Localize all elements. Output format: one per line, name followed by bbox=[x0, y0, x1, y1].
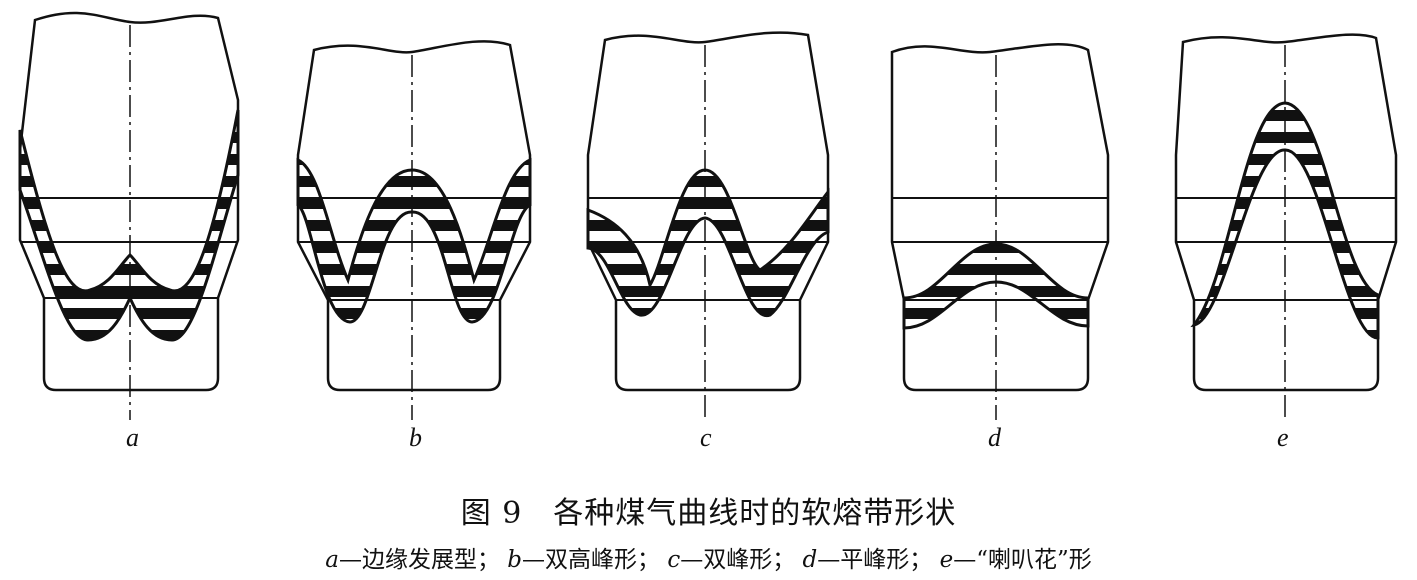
furnace-outline bbox=[1174, 33, 1398, 392]
cohesive-zone bbox=[18, 109, 240, 342]
cohesive-zone bbox=[1190, 101, 1380, 340]
panel-e: e bbox=[1174, 33, 1398, 452]
cohesive-zone bbox=[902, 242, 1090, 330]
panel-label: a bbox=[126, 423, 139, 452]
furnace-outline bbox=[890, 43, 1110, 392]
legend-item-c: c—双峰形； bbox=[667, 547, 796, 573]
furnace-outline bbox=[296, 40, 532, 392]
panel-label: e bbox=[1277, 423, 1289, 452]
panel-label: c bbox=[700, 423, 712, 452]
panel-b: b bbox=[296, 40, 532, 452]
figure-legend: a—边缘发展型； b—双高峰形； c—双峰形； d—平峰形； e—“喇叭花”形 bbox=[0, 540, 1417, 574]
panel-d: d bbox=[890, 43, 1110, 452]
cohesive-zone bbox=[296, 157, 532, 324]
panel-c: c bbox=[586, 31, 830, 452]
furnace-diagram: a b c d e bbox=[18, 11, 1398, 452]
panel-label: b bbox=[409, 423, 422, 452]
panel-a: a bbox=[18, 11, 240, 452]
legend-item-e: e—“喇叭花”形 bbox=[939, 547, 1092, 573]
panel-label: d bbox=[988, 423, 1002, 452]
legend-item-d: d—平峰形； bbox=[802, 547, 933, 573]
figure-title: 图 9 各种煤气曲线时的软熔带形状 bbox=[460, 496, 957, 531]
legend-item-b: b—双高峰形； bbox=[507, 547, 661, 573]
legend-item-a: a—边缘发展型； bbox=[325, 547, 500, 573]
cohesive-zone bbox=[586, 168, 830, 317]
furnace-outline bbox=[18, 11, 240, 392]
